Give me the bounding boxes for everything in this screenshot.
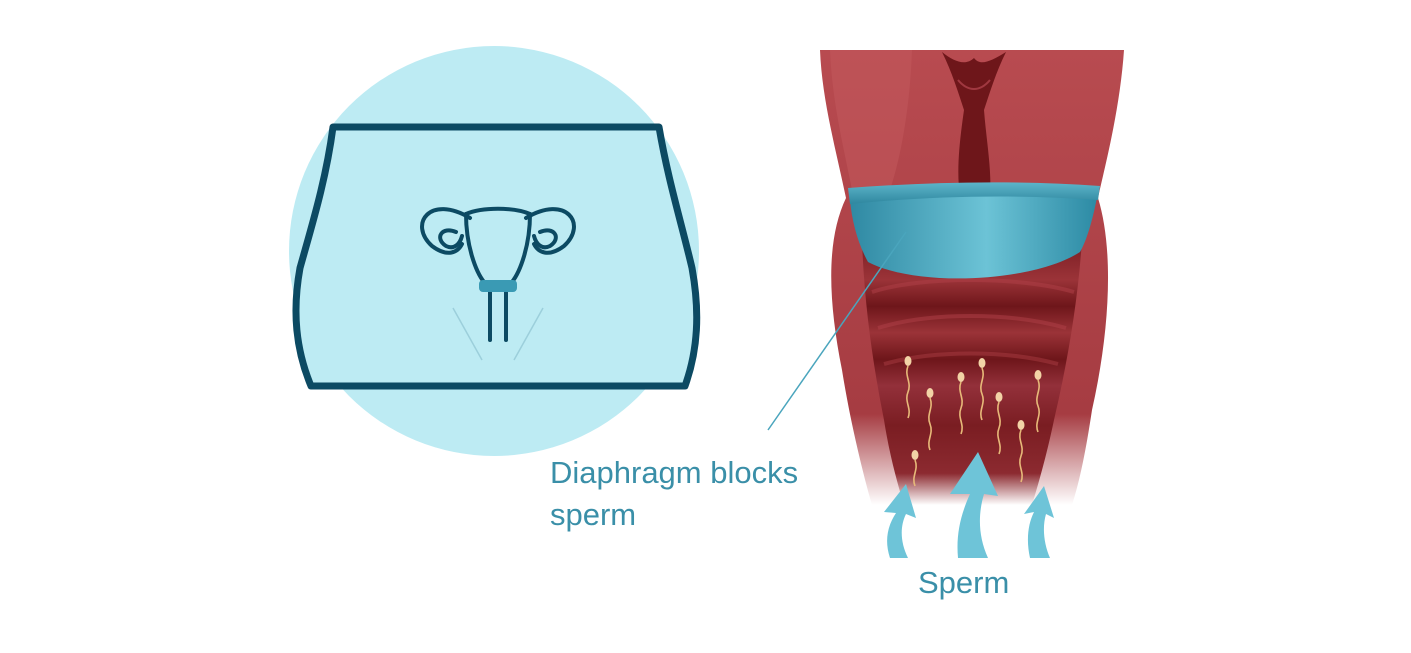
uterus-icon (420, 206, 576, 342)
cervix (942, 52, 1006, 196)
sperm-label: Sperm (918, 565, 1010, 600)
upward-arrow-icon (1024, 486, 1054, 558)
upward-arrows (884, 452, 1054, 558)
diaphragm-label-line1: Diaphragm blocks (550, 455, 799, 490)
diaphragm-label-line2: sperm (550, 497, 637, 532)
diaphragm-cup (848, 182, 1100, 279)
diaphragm-small (479, 280, 517, 292)
leg-crease-left (452, 307, 483, 361)
upward-arrow-icon (950, 452, 998, 558)
leg-crease-right (513, 307, 544, 361)
upward-arrow-icon (884, 484, 916, 558)
diaphragm-label: Diaphragm blocks sperm (550, 452, 798, 536)
detail-panel (767, 50, 1124, 558)
sperm-group (906, 365, 1040, 487)
sperm-heads (904, 356, 1042, 460)
pelvis-outline (292, 123, 701, 390)
overview-panel (289, 46, 701, 456)
leader-line (767, 231, 907, 431)
vaginal-canal (862, 240, 1082, 505)
